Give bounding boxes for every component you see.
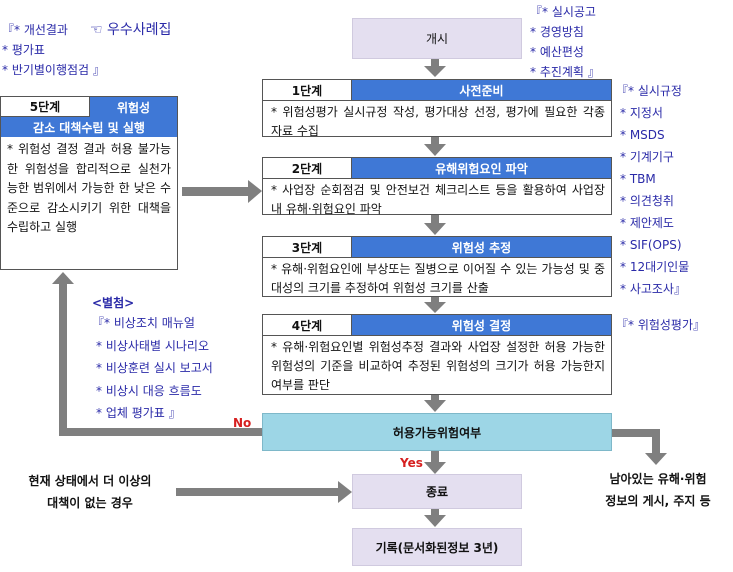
annex-title: <별첨>: [92, 296, 135, 310]
text-line: 대책이 없는 경우: [47, 496, 133, 510]
step-1: 1단계 사전준비 * 위험성평가 실시규정 작성, 평가대상 선정, 평가에 필…: [262, 79, 612, 138]
text-line: 현재 상태에서 더 이상의: [28, 474, 152, 488]
step-label: 3단계: [263, 237, 352, 257]
step-title: 위험성 추정: [352, 237, 611, 257]
note-line: * 비상시 대응 흐름도: [96, 383, 202, 398]
right-note-risk: 『* 위험성평가』: [616, 318, 706, 332]
text-line: 남아있는 유해·위험: [609, 472, 707, 486]
note-line: * 사고조사』: [620, 282, 686, 296]
end-box: 종료: [352, 474, 522, 509]
note-line: 『* 비상조치 매뉴얼: [92, 316, 195, 330]
note-line: * 업체 평가표 』: [96, 406, 181, 420]
note-line: * 비상사태별 시나리오: [96, 338, 209, 353]
arrow-start-to-step1: [424, 59, 446, 77]
no-further-measures-text: 현재 상태에서 더 이상의 대책이 없는 경우: [4, 470, 176, 514]
arrow-decision-to-end: [424, 451, 446, 474]
note-line: * 반기별이행점검 』: [2, 63, 105, 77]
step-title: 위험성 결정: [352, 315, 611, 335]
start-box: 개시: [352, 18, 522, 59]
step-3: 3단계 위험성 추정 * 유해·위험요인에 부상또는 질병으로 이어질 수 있는…: [262, 236, 612, 297]
arrow-end-to-record: [424, 508, 446, 527]
note-line: * MSDS: [620, 128, 665, 142]
step-body: * 유해·위험요인별 위험성추정 결과와 사업장 설정한 허용 가능한 위험성의…: [271, 340, 605, 392]
note-line: 『* 개선결과: [2, 23, 68, 37]
residual-risk-text: 남아있는 유해·위험 정보의 게시, 주지 등: [588, 468, 728, 512]
step-title: 사전준비: [352, 80, 611, 100]
note-line: * 비상훈련 실시 보고서: [96, 361, 213, 375]
arrow-step4-to-decision: [424, 394, 446, 412]
note-line: * TBM: [620, 172, 656, 186]
step-body: * 위험성평가 실시규정 작성, 평가대상 선정, 평가에 필요한 각종 자료 …: [271, 105, 605, 138]
decision-box: 허용가능위험여부: [262, 413, 612, 451]
yes-label: Yes: [400, 456, 423, 470]
step-body: * 위험성 결정 결과 허용 불가능한 위험성을 합리적으로 실천가능한 범위에…: [7, 142, 171, 234]
note-line: * 의견청취: [620, 194, 674, 208]
pointing-hand-icon: ☜: [90, 22, 103, 38]
step-label: 5단계: [1, 97, 90, 117]
top-left-note: 『* 개선결과 * 평가표 * 반기별이행점검 』: [2, 20, 105, 80]
best-practice-text: 우수사례집: [107, 22, 172, 38]
arrow-step1-to-step2: [424, 136, 446, 156]
arrow-step3-to-step4: [424, 296, 446, 313]
note-line: * 12대기인물: [620, 260, 690, 274]
note-line: * 예산편성: [530, 45, 584, 59]
step-4: 4단계 위험성 결정 * 유해·위험요인별 위험성추정 결과와 사업장 설정한 …: [262, 314, 612, 395]
arrow-no-loop: [52, 272, 263, 436]
record-box: 기록(문서화된정보 3년): [352, 528, 522, 566]
step-body: * 사업장 순회점검 및 안전보건 체크리스트 등을 활용하여 사업장 내 유해…: [271, 183, 605, 216]
step-label: 2단계: [263, 158, 352, 178]
arrow-step5-to-step2: [182, 180, 262, 203]
step-subtitle: 감소 대책수립 및 실행: [1, 117, 177, 137]
annex-list: 『* 비상조치 매뉴얼 * 비상사태별 시나리오 * 비상훈련 실시 보고서 *…: [92, 312, 213, 425]
step-label: 4단계: [263, 315, 352, 335]
arrow-left-to-end: [176, 481, 352, 503]
note-line: * 제안제도: [620, 216, 674, 230]
no-label: No: [233, 416, 252, 430]
best-practice-label: ☜ 우수사례집: [90, 20, 171, 40]
step-2: 2단계 유해위험요인 파악 * 사업장 순회점검 및 안전보건 체크리스트 등을…: [262, 157, 612, 216]
arrow-decision-right-down: [612, 429, 667, 465]
arrow-step2-to-step3: [424, 214, 446, 235]
step-label: 1단계: [263, 80, 352, 100]
top-right-note: 『* 실시공고 * 경영방침 * 예산편성 * 추진계획 』: [530, 2, 600, 82]
note-line: * 경영방침: [530, 25, 584, 39]
step-body: * 유해·위험요인에 부상또는 질병으로 이어질 수 있는 가능성 및 중대성의…: [271, 262, 605, 295]
note-line: * 지정서: [620, 106, 663, 120]
note-line: 『* 실시공고: [530, 5, 596, 19]
note-line: * SIF(OPS): [620, 238, 682, 252]
note-line: * 평가표: [2, 43, 45, 57]
step-5: 5단계 위험성 감소 대책수립 및 실행 * 위험성 결정 결과 허용 불가능한…: [0, 96, 178, 270]
note-line: * 추진계획 』: [530, 65, 600, 79]
right-note-docs: 『* 실시규정 * 지정서 * MSDS * 기계기구 * TBM * 의견청취…: [616, 80, 689, 300]
step-title: 유해위험요인 파악: [352, 158, 611, 178]
note-line: 『* 실시규정: [616, 84, 682, 98]
text-line: 정보의 게시, 주지 등: [605, 494, 711, 508]
step-title: 위험성: [90, 97, 177, 117]
note-line: * 기계기구: [620, 150, 674, 164]
